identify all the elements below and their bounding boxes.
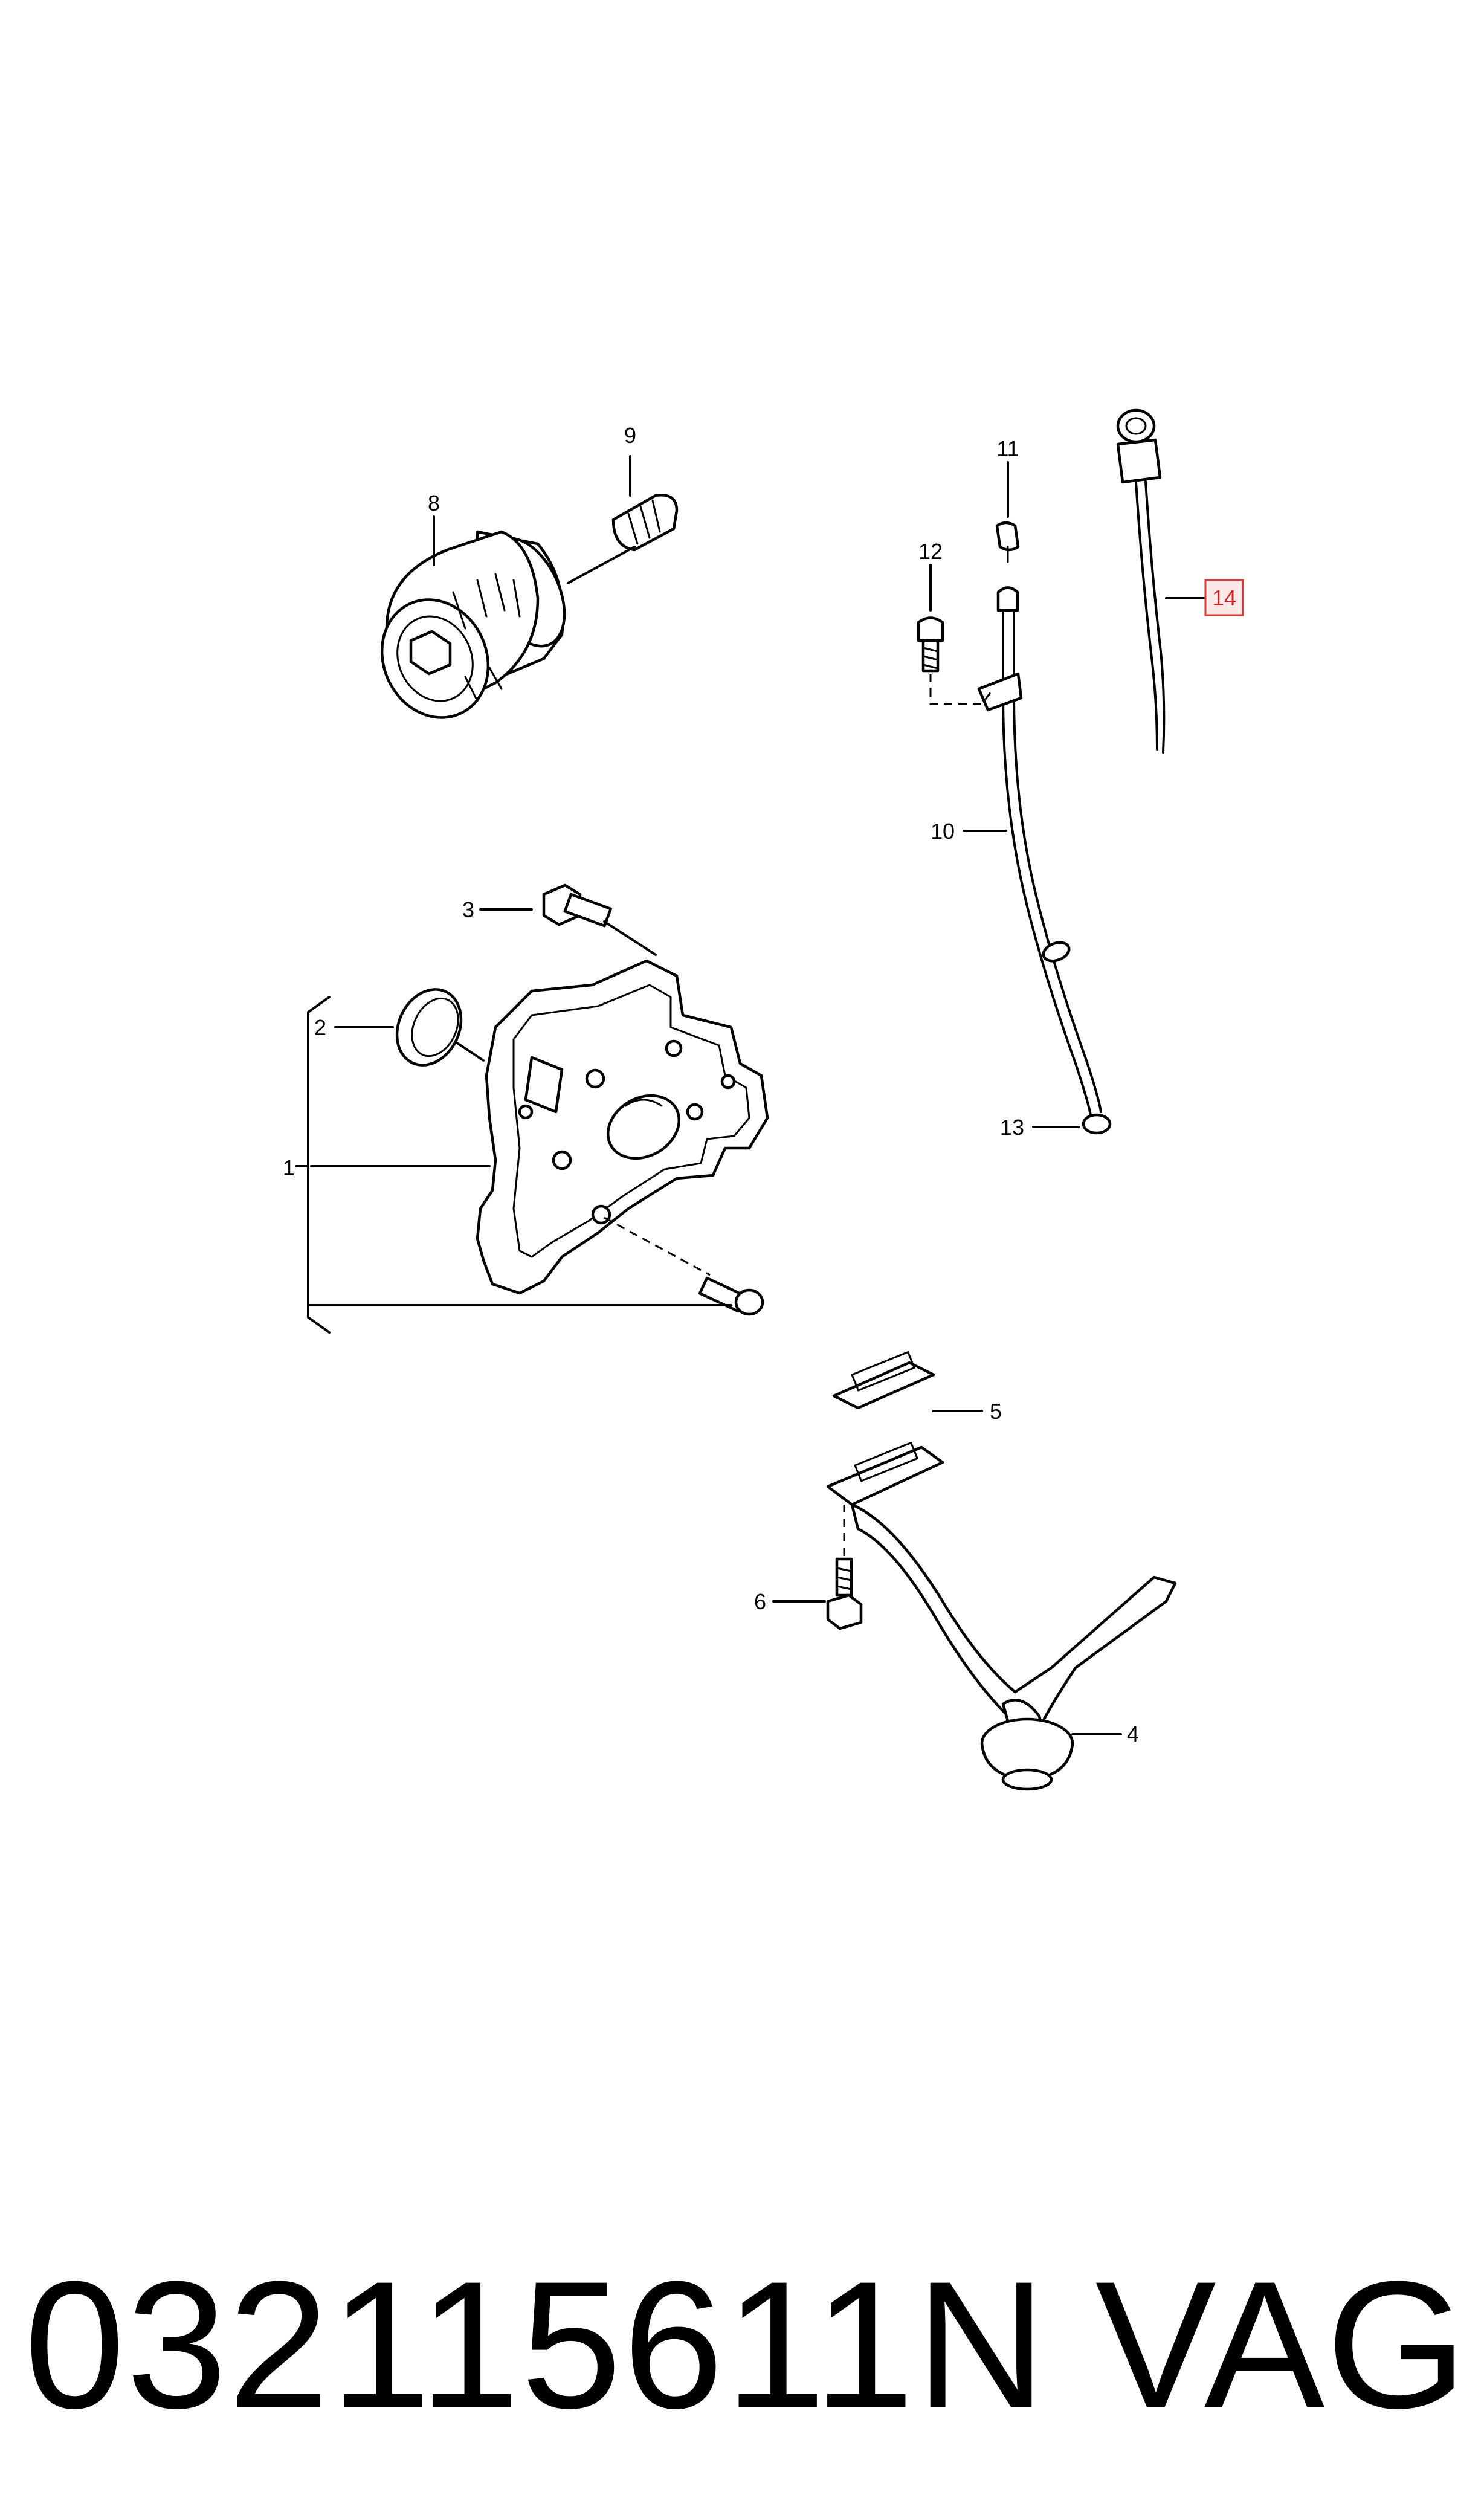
footer: 032115611N VAG bbox=[24, 2236, 1468, 2465]
oil-filter bbox=[380, 530, 566, 719]
callout-13[interactable]: 13 bbox=[1000, 1115, 1024, 1140]
leader-9 bbox=[567, 546, 636, 584]
assembly-1-bracket bbox=[295, 996, 732, 1334]
dipstick bbox=[1116, 408, 1166, 754]
o-ring bbox=[1082, 1113, 1112, 1135]
callout-4[interactable]: 4 bbox=[1127, 1722, 1139, 1746]
pump-bolt-alignment bbox=[604, 1216, 711, 1276]
pump-seal bbox=[395, 988, 463, 1067]
pickup-bolt bbox=[826, 1557, 863, 1630]
part-number: 032115611N bbox=[24, 2243, 1048, 2446]
callout-14-highlight[interactable]: 14 bbox=[1204, 579, 1244, 616]
callout-11[interactable]: 11 bbox=[996, 436, 1019, 461]
bracket-bolt bbox=[917, 616, 944, 673]
leader-3-link bbox=[603, 920, 657, 956]
callout-3[interactable]: 3 bbox=[462, 897, 474, 922]
callout-2[interactable]: 2 bbox=[314, 1015, 326, 1040]
bolt-12-alignment bbox=[929, 674, 992, 705]
pump-bolt-upper bbox=[542, 883, 613, 928]
dipstick-guide-tube bbox=[977, 521, 1102, 1116]
callout-1[interactable]: 1 bbox=[283, 1155, 295, 1180]
callout-6[interactable]: 6 bbox=[754, 1589, 766, 1614]
callout-9[interactable]: 9 bbox=[624, 423, 636, 448]
oil-pickup bbox=[826, 1351, 1177, 1791]
threaded-plug bbox=[611, 494, 679, 552]
callout-12[interactable]: 12 bbox=[918, 539, 943, 564]
callout-8[interactable]: 8 bbox=[428, 491, 440, 515]
callout-5[interactable]: 5 bbox=[990, 1399, 1002, 1424]
brand-name: VAG bbox=[1095, 2243, 1468, 2446]
pump-bolt-lower bbox=[698, 1276, 764, 1316]
callout-10[interactable]: 10 bbox=[931, 819, 955, 844]
oil-pump bbox=[476, 959, 769, 1295]
leader-2-link bbox=[455, 1041, 485, 1062]
callout-14[interactable]: 14 bbox=[1212, 586, 1236, 610]
